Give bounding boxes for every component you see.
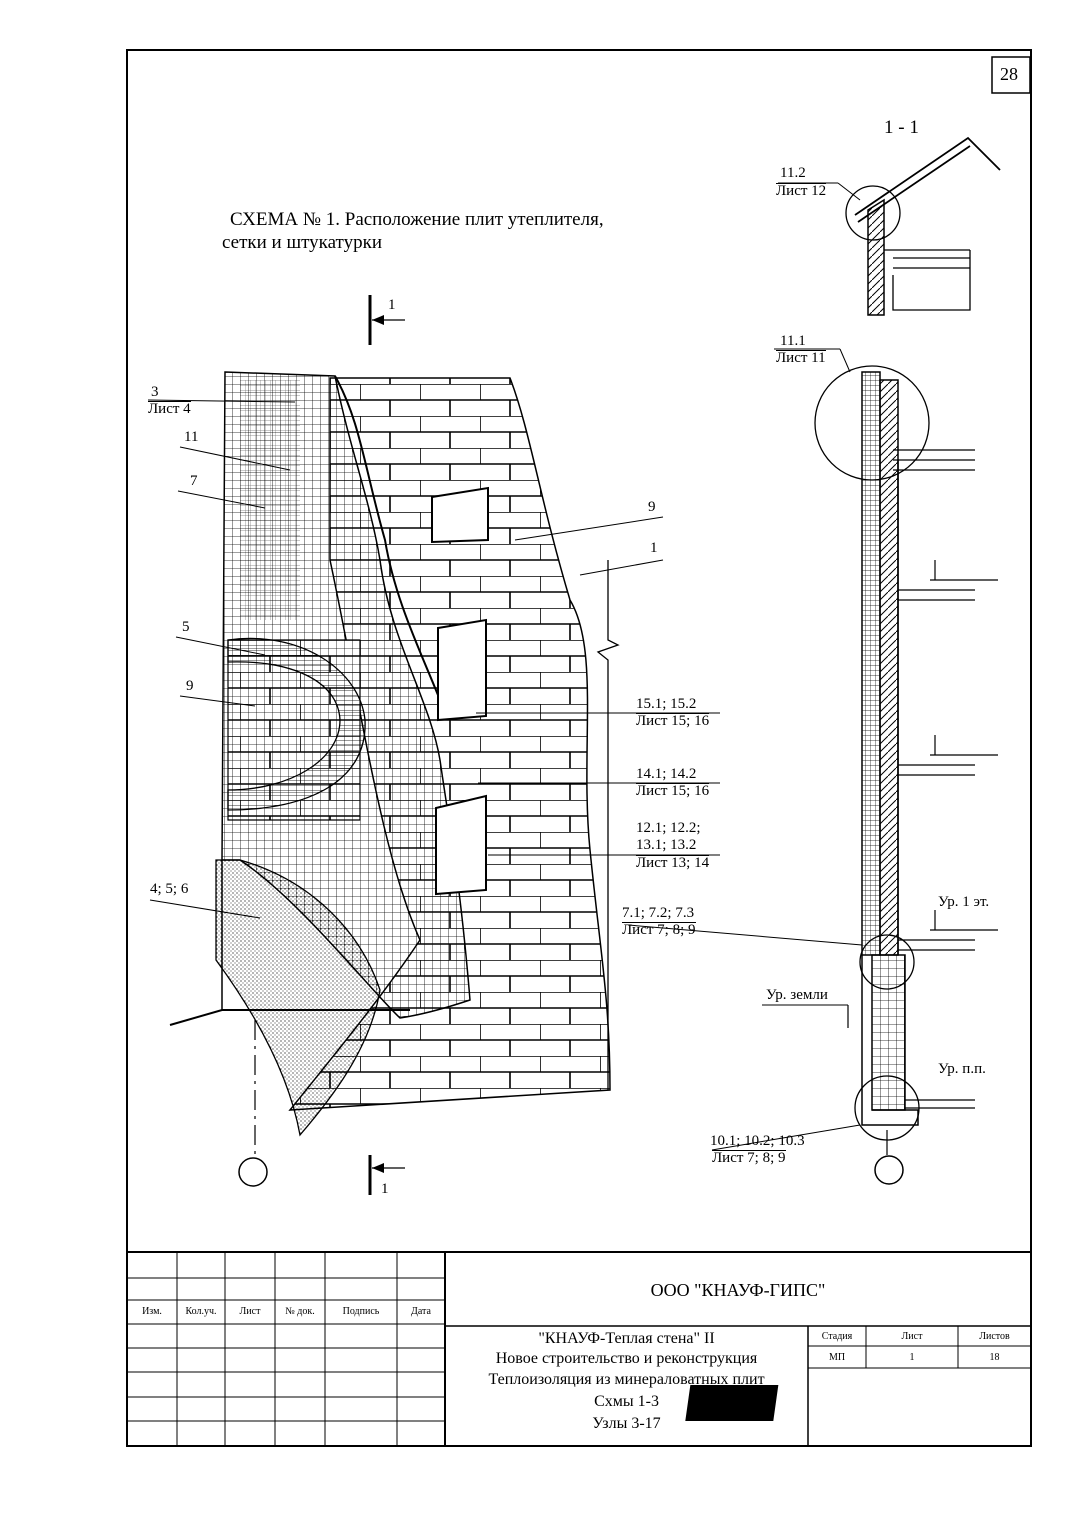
callout-14-sheet: Лист 15; 16	[636, 783, 710, 799]
callout-11-1-sheet: Лист 11	[776, 350, 826, 366]
callout-7s-num: 7.1; 7.2; 7.3	[622, 905, 695, 921]
stage-value: МП	[828, 1352, 846, 1363]
callout-12-num1: 12.1; 12.2;	[636, 820, 701, 836]
knauf-logo: KNAUF	[886, 1389, 975, 1416]
sheet-header: Лист	[901, 1331, 923, 1342]
callout-14-num: 14.1; 14.2	[636, 766, 697, 782]
sheet-value: 1	[909, 1352, 915, 1363]
sheets-header: Листов	[979, 1331, 1010, 1342]
callout-7s-sheet: Лист 7; 8; 9	[622, 922, 696, 938]
tb-header-izm: Изм.	[142, 1306, 162, 1317]
cut-label-top: 1	[388, 297, 396, 313]
callout-3-sheet: Лист 4	[148, 401, 191, 417]
project-line3: Теплоизоляция из минераловатных плит	[488, 1371, 765, 1388]
sheets-value: 18	[989, 1352, 1000, 1363]
callout-9: 9	[186, 678, 194, 694]
callout-11-2-num: 11.2	[780, 165, 806, 181]
section-title: 1 - 1	[884, 117, 919, 138]
callout-10-num: 10.1; 10.2; 10.3	[710, 1133, 805, 1149]
callout-10-sheet: Лист 7; 8; 9	[712, 1150, 786, 1166]
callout-15-sheet: Лист 15; 16	[636, 713, 710, 729]
tb-header-date: Дата	[411, 1306, 431, 1317]
callout-11: 11	[184, 429, 199, 445]
callout-4-5-6: 4; 5; 6	[150, 881, 189, 897]
project-line4: Схмы 1-3	[594, 1393, 659, 1410]
company-name: ООО "КНАУФ-ГИПС"	[650, 1280, 826, 1300]
stage-header: Стадия	[821, 1331, 853, 1342]
project-line5: Узлы 3-17	[592, 1415, 661, 1432]
scheme-title-line1: СХЕМА № 1. Расположение плит утеплителя,	[230, 209, 604, 230]
tb-header-kol: Кол.уч.	[185, 1306, 217, 1317]
callout-15-num: 15.1; 15.2	[636, 696, 697, 712]
callout-5: 5	[182, 619, 190, 635]
level-ground: Ур. земли	[766, 987, 828, 1003]
sheet-number: 28	[1000, 64, 1018, 84]
callout-12-sheet: Лист 13; 14	[636, 855, 710, 871]
callout-11-2-sheet: Лист 12	[776, 183, 827, 199]
callout-1: 1	[650, 540, 658, 556]
callout-11-1-num: 11.1	[780, 333, 806, 349]
callout-12-num2: 13.1; 13.2	[636, 837, 697, 853]
project-line2: Новое строительство и реконструкция	[495, 1350, 758, 1367]
callout-7: 7	[190, 473, 198, 489]
project-line1: "КНАУФ-Теплая стена" II	[538, 1330, 715, 1347]
tb-header-sign: Подпись	[342, 1306, 380, 1317]
cut-label-bottom: 1	[381, 1181, 389, 1197]
callout-3-num: 3	[151, 384, 159, 400]
level-floor: Ур. п.п.	[938, 1061, 986, 1077]
tb-header-doc: № док.	[285, 1306, 315, 1317]
scheme-title-line2: сетки и штукатурки	[222, 232, 382, 253]
level-floor1: Ур. 1 эт.	[938, 894, 990, 910]
callout-9-top: 9	[648, 499, 656, 515]
tb-header-list: Лист	[239, 1306, 261, 1317]
